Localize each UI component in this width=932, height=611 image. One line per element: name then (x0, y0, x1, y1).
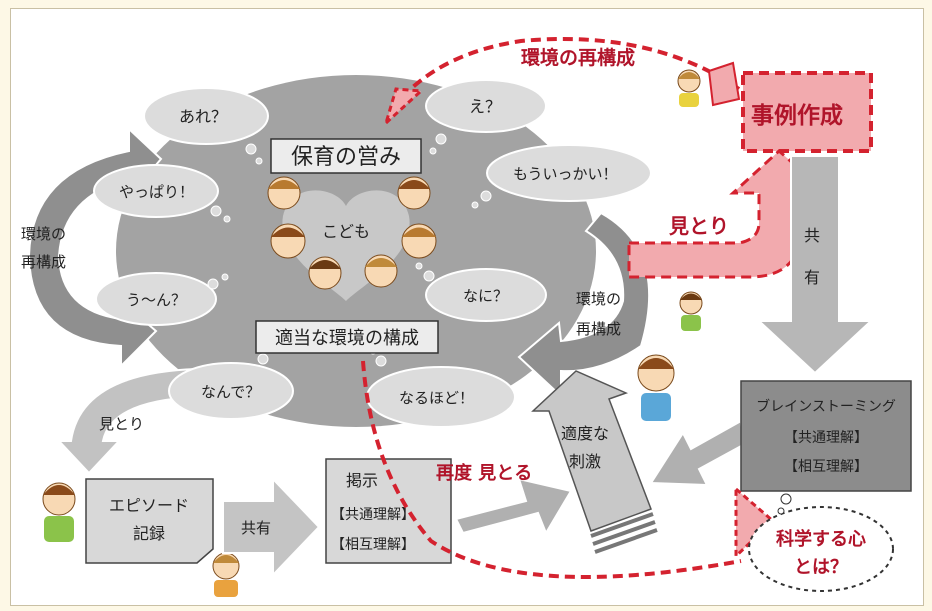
bubble-uun-text: う〜ん？ (126, 291, 186, 309)
child-face-3 (270, 223, 306, 259)
bubble-nani-text: なに？ (463, 287, 508, 305)
bubble-naruhodo: なるほど！ (366, 347, 516, 428)
teacher-icon-top (677, 69, 701, 107)
keiji-line-1: 【共通理解】 (331, 507, 415, 523)
brainstorm-title: ブレインストーミング (756, 398, 896, 415)
teacher-icon-right (679, 291, 703, 331)
ellipse-title: 保育の営み (291, 145, 401, 170)
childcare-cycle-diagram: 環境の再構成 事例作成 見とり 共 有 あれ？ え？ やっぱり！ もういっかい！… (21, 37, 912, 597)
child-face-6 (364, 254, 398, 288)
bubble-nande: なんで？ (168, 343, 294, 420)
science-cloud[interactable]: 科学する心 とは？ (748, 493, 894, 592)
teacher-icon-bottom (212, 552, 240, 597)
brainstorm-box[interactable] (740, 380, 912, 492)
child-faces (267, 176, 437, 290)
bubble-uun: う〜ん？ (95, 272, 229, 326)
stimulus-label-1: 適度な (561, 424, 609, 443)
bubble-mouiikai: もういっかい！ (471, 144, 652, 209)
case-box[interactable] (741, 71, 873, 153)
share-bottom-arrow (222, 476, 321, 578)
stimulus-arrow (531, 370, 652, 532)
bubble-naruhodo-text: なるほど！ (399, 389, 474, 407)
keiji-box[interactable] (325, 458, 452, 564)
science-label-1: 科学する心 (776, 528, 866, 550)
brainstorm-to-stimulus-arrow (649, 419, 745, 487)
ellipse-bottom-box (255, 320, 439, 354)
teacher-icon-episode (42, 482, 76, 542)
stimulus-stripes (590, 512, 658, 554)
mitori-right-label: 見とり (669, 214, 729, 238)
brainstorm-line-1: 【共通理解】 (784, 430, 868, 446)
child-face-4 (401, 223, 437, 259)
kodomo-label: こども (322, 222, 370, 241)
child-face-5 (308, 256, 342, 290)
bubble-are-text: あれ？ (179, 107, 227, 126)
left-loop-arrow (27, 126, 163, 369)
share-right-char-2: 有 (804, 268, 820, 287)
child-face-1 (267, 176, 301, 210)
teacher-icon-stimulus (637, 354, 675, 421)
bubble-nande-text: なんで？ (201, 383, 260, 401)
child-face-2 (397, 176, 431, 210)
ellipse-title-box (270, 138, 422, 174)
red-loop-top-tail (707, 61, 741, 107)
red-loop-top-head (383, 87, 425, 128)
bubble-mouiikai-text: もういっかい！ (513, 165, 618, 183)
keiji-line-2: 【相互理解】 (331, 537, 415, 553)
keiji-title: 掲示 (346, 471, 378, 490)
right-loop-label-1: 環境の (576, 290, 621, 308)
ellipse-bottom: 適当な環境の構成 (275, 328, 419, 349)
stimulus-label-2: 刺激 (569, 452, 601, 471)
diagram-frame: 環境の再構成 事例作成 見とり 共 有 あれ？ え？ やっぱり！ もういっかい！… (10, 8, 924, 606)
mitori-left-arrow (56, 367, 197, 475)
share-bottom-label: 共有 (241, 519, 271, 537)
keiji-to-stimulus-arrow (454, 477, 573, 536)
loop-top-label: 環境の再構成 (521, 46, 635, 69)
episode-box[interactable] (85, 478, 214, 564)
bubble-are: あれ？ (143, 87, 269, 165)
right-loop-label-2: 再構成 (576, 320, 621, 338)
episode-label-1: エピソード (109, 496, 189, 515)
left-loop-label-1: 環境の (21, 225, 66, 243)
bubble-nani: なに？ (415, 262, 547, 322)
mitori-left-label: 見とり (99, 415, 144, 433)
saido-mitoru-label: 再度 見とる (436, 462, 532, 484)
share-right-char-1: 共 (804, 226, 820, 245)
left-loop-label-2: 再構成 (21, 253, 66, 271)
bubble-e: え？ (425, 79, 547, 155)
science-label-2: とは？ (794, 557, 848, 578)
episode-label-2: 記録 (133, 524, 165, 543)
red-loop-top (397, 37, 741, 103)
bubble-yappari-text: やっぱり！ (119, 183, 194, 201)
bubble-e-text: え？ (469, 97, 501, 116)
share-down-arrow (756, 155, 874, 375)
case-box-label: 事例作成 (751, 103, 843, 129)
bubble-yappari: やっぱり！ (93, 164, 231, 223)
brainstorm-line-2: 【相互理解】 (784, 459, 868, 475)
